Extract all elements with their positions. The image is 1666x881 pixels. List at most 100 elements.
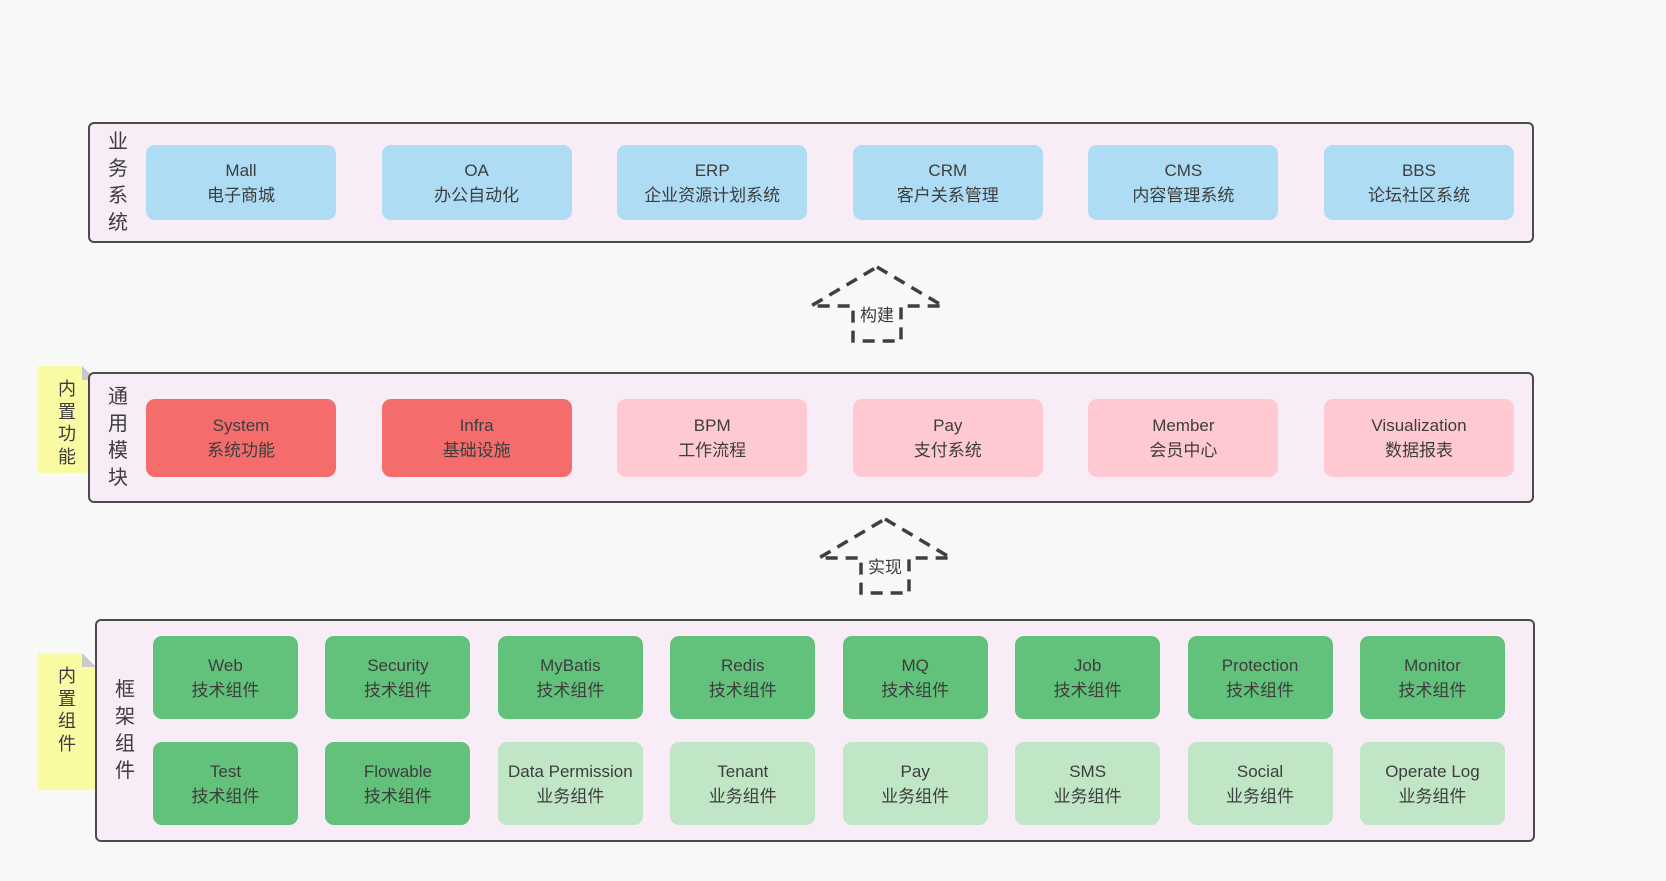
layer-title-text: 框架组件 (115, 678, 135, 782)
box-name: Test (209, 761, 242, 781)
box-data-permission: Data Permission 业务组件 (497, 742, 643, 825)
box-subtitle: 业务组件 (708, 786, 777, 806)
box-name: Security (367, 655, 429, 675)
box-name: Data Permission (507, 761, 633, 781)
sticky-note-label: 内置组件 (58, 666, 76, 754)
box-name: Visualization (1371, 415, 1467, 435)
box-subtitle: 技术组件 (191, 786, 260, 806)
box-name: Redis (721, 655, 765, 675)
box-redis: Redis 技术组件 (670, 636, 816, 719)
box-name: System (212, 415, 270, 435)
box-subtitle: 技术组件 (1398, 680, 1467, 700)
box-subtitle: 技术组件 (191, 680, 260, 700)
box-name: Pay (933, 415, 963, 435)
box-name: Tenant (717, 761, 769, 781)
box-subtitle: 业务组件 (1398, 786, 1467, 806)
box-job: Job 技术组件 (1015, 636, 1161, 719)
box-subtitle: 内容管理系统 (1132, 185, 1235, 205)
box-test: Test 技术组件 (153, 742, 298, 825)
box-operate-log: Operate Log 业务组件 (1359, 742, 1505, 825)
box-name: MyBatis (540, 655, 601, 675)
box-subtitle: 技术组件 (1053, 680, 1122, 700)
arrow-label: 构建 (857, 301, 897, 326)
box-social: Social 业务组件 (1187, 742, 1333, 825)
layer-title: 框架组件 (97, 621, 153, 840)
box-infra: Infra 基础设施 (381, 398, 572, 477)
box-name: MQ (901, 655, 929, 675)
box-name: Monitor (1404, 655, 1461, 675)
box-name: Protection (1221, 655, 1299, 675)
box-name: Flowable (363, 761, 432, 781)
box-subtitle: 系统功能 (207, 440, 275, 460)
box-bpm: BPM 工作流程 (617, 398, 808, 477)
box-subtitle: 论坛社区系统 (1367, 185, 1470, 205)
box-subtitle: 基础设施 (442, 440, 511, 460)
box-member: Member 会员中心 (1088, 398, 1279, 477)
box-name: BPM (693, 415, 731, 435)
arrow-label: 实现 (865, 553, 905, 578)
box-name: Web (208, 655, 243, 675)
box-name: Member (1152, 415, 1215, 435)
sticky-note-label: 内置功能 (58, 379, 76, 467)
box-subtitle: 业务组件 (881, 786, 950, 806)
box-row: System 系统功能 Infra 基础设施 BPM 工作流程 Pay 支付系统 Member 会… (146, 398, 1514, 477)
box-monitor: Monitor 技术组件 (1359, 636, 1505, 719)
box-system: System 系统功能 (146, 398, 336, 477)
box-name: Job (1073, 655, 1102, 675)
box-subtitle: 企业资源计划系统 (644, 185, 781, 205)
box-subtitle: 客户关系管理 (896, 185, 999, 205)
box-pay: Pay 业务组件 (842, 742, 988, 825)
box-name: BBS (1401, 160, 1436, 180)
layer-title-text: 通用模块 (108, 385, 128, 489)
implement-arrow-icon: 实现 (817, 516, 953, 596)
box-subtitle: 业务组件 (536, 786, 605, 806)
box-visualization: Visualization 数据报表 (1323, 398, 1514, 477)
box-name: ERP (694, 160, 730, 180)
box-cms: CMS 内容管理系统 (1088, 145, 1279, 220)
box-subtitle: 支付系统 (913, 440, 982, 460)
up-arrow-icon (809, 264, 945, 343)
box-subtitle: 技术组件 (708, 680, 777, 700)
box-subtitle: 业务组件 (1226, 786, 1295, 806)
box-subtitle: 业务组件 (1053, 786, 1122, 806)
sticky-note-built-in-components: 内置组件 (38, 653, 96, 790)
box-tenant: Tenant 业务组件 (670, 742, 816, 825)
box-name: OA (464, 160, 489, 180)
box-subtitle: 会员中心 (1149, 440, 1218, 460)
box-subtitle: 技术组件 (363, 680, 432, 700)
build-arrow-icon: 构建 (809, 264, 945, 344)
box-name: CMS (1164, 160, 1203, 180)
box-flowable: Flowable 技术组件 (325, 742, 471, 825)
layer-title: 通用模块 (90, 374, 146, 501)
box-mq: MQ 技术组件 (842, 636, 988, 719)
box-name: Pay (900, 761, 930, 781)
box-subtitle: 电子商城 (207, 185, 275, 205)
box-subtitle: 技术组件 (881, 680, 950, 700)
box-subtitle: 技术组件 (1226, 680, 1295, 700)
box-name: CRM (928, 160, 968, 180)
up-arrow-icon (817, 516, 953, 595)
layer-boxes: System 系统功能 Infra 基础设施 BPM 工作流程 Pay 支付系统 Member 会… (146, 374, 1532, 501)
box-name: Operate Log (1385, 761, 1480, 781)
box-name: Infra (459, 415, 494, 435)
box-pay: Pay 支付系统 (852, 398, 1043, 477)
box-name: Social (1236, 761, 1284, 781)
box-subtitle: 技术组件 (363, 786, 432, 806)
box-bbs: BBS 论坛社区系统 (1323, 145, 1514, 220)
layer-common-modules: 通用模块 System 系统功能 Infra 基础设施 BPM 工作流程 Pay 支付系统 Me… (88, 372, 1534, 503)
box-subtitle: 数据报表 (1384, 440, 1453, 460)
box-erp: ERP 企业资源计划系统 (617, 145, 808, 220)
layer-title: 业务系统 (90, 124, 146, 241)
box-protection: Protection 技术组件 (1187, 636, 1333, 719)
box-subtitle: 工作流程 (678, 440, 747, 460)
